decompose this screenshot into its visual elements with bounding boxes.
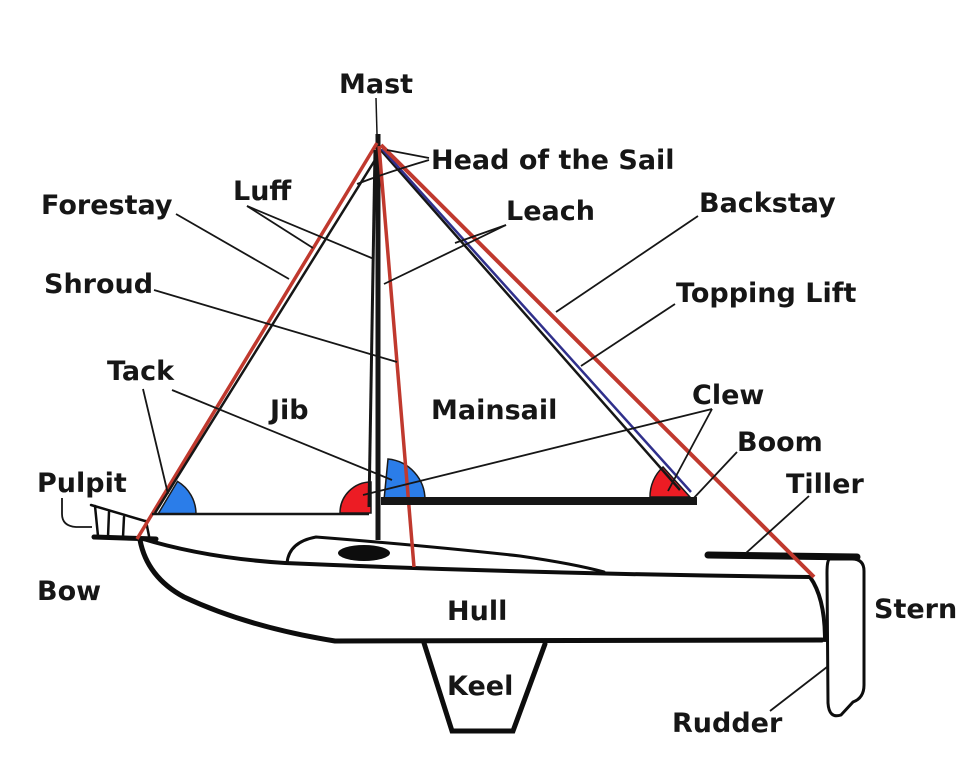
label-mainsail: Mainsail (431, 395, 557, 426)
cabin-outline (285, 535, 606, 574)
shroud-line (377, 145, 416, 568)
backstay-line (379, 143, 816, 579)
forestay-pointer (175, 213, 290, 280)
luff-pointer (246, 205, 314, 249)
head-of-sail-pointer (356, 159, 430, 185)
jib-leach-line (367, 149, 377, 508)
mainsail-leach-line (377, 146, 681, 491)
label-boom: Boom (737, 427, 823, 458)
keel-outline (421, 640, 548, 734)
label-forestay: Forestay (41, 190, 173, 221)
label-shroud: Shroud (44, 269, 153, 300)
tack-pointer (171, 389, 393, 481)
clew-pointer (362, 408, 713, 496)
label-luff: Luff (233, 176, 292, 207)
topping-lift-line (381, 148, 692, 493)
label-hull: Hull (447, 596, 507, 627)
cabin-window (338, 545, 390, 561)
rudder-blade (825, 557, 866, 718)
label-stern: Stern (874, 594, 957, 625)
tiller-pointer (745, 495, 810, 554)
leach-pointer (454, 224, 507, 244)
label-mast: Mast (339, 69, 413, 100)
mast-label-pointer (375, 97, 378, 135)
bow-deck-line (91, 534, 159, 542)
mainsail-clew-angle-marker (649, 465, 692, 498)
label-jib: Jib (268, 395, 309, 426)
transom-line (808, 575, 827, 642)
label-topping-lift: Topping Lift (676, 278, 856, 309)
boom-pointer (691, 451, 738, 501)
topping-lift-pointer (580, 303, 676, 367)
label-tack: Tack (107, 356, 175, 387)
label-keel: Keel (447, 671, 513, 702)
head-of-sail-pointer (386, 149, 430, 159)
pulpit-stanchion (93, 504, 100, 538)
clew-pointer (667, 408, 713, 492)
label-clew: Clew (692, 380, 764, 411)
tack-pointer (142, 388, 169, 495)
jib-clew-angle-marker (339, 481, 372, 514)
forestay-line (135, 142, 379, 540)
tiller-bar (704, 551, 861, 561)
backstay-pointer (555, 215, 699, 313)
pulpit-stanchion (106, 510, 111, 539)
leach-pointer (383, 224, 507, 285)
mainsail-tack-angle-marker (383, 458, 426, 501)
shroud-pointer (153, 289, 398, 363)
pulpit-pointer (61, 498, 92, 528)
label-leach: Leach (506, 196, 595, 227)
label-backstay: Backstay (699, 188, 836, 219)
label-head-of-sail: Head of the Sail (431, 145, 675, 176)
sheer-line (138, 536, 812, 579)
label-pulpit: Pulpit (37, 468, 127, 499)
jib-luff-line (153, 151, 382, 514)
pulpit-stanchion (121, 515, 126, 539)
label-rudder: Rudder (672, 708, 783, 739)
luff-pointer (246, 205, 375, 260)
pulpit-rail (89, 503, 147, 523)
label-tiller: Tiller (786, 469, 864, 500)
label-bow: Bow (37, 576, 101, 607)
rudder-pointer (769, 666, 828, 712)
hull-bottom-line (137, 537, 825, 644)
